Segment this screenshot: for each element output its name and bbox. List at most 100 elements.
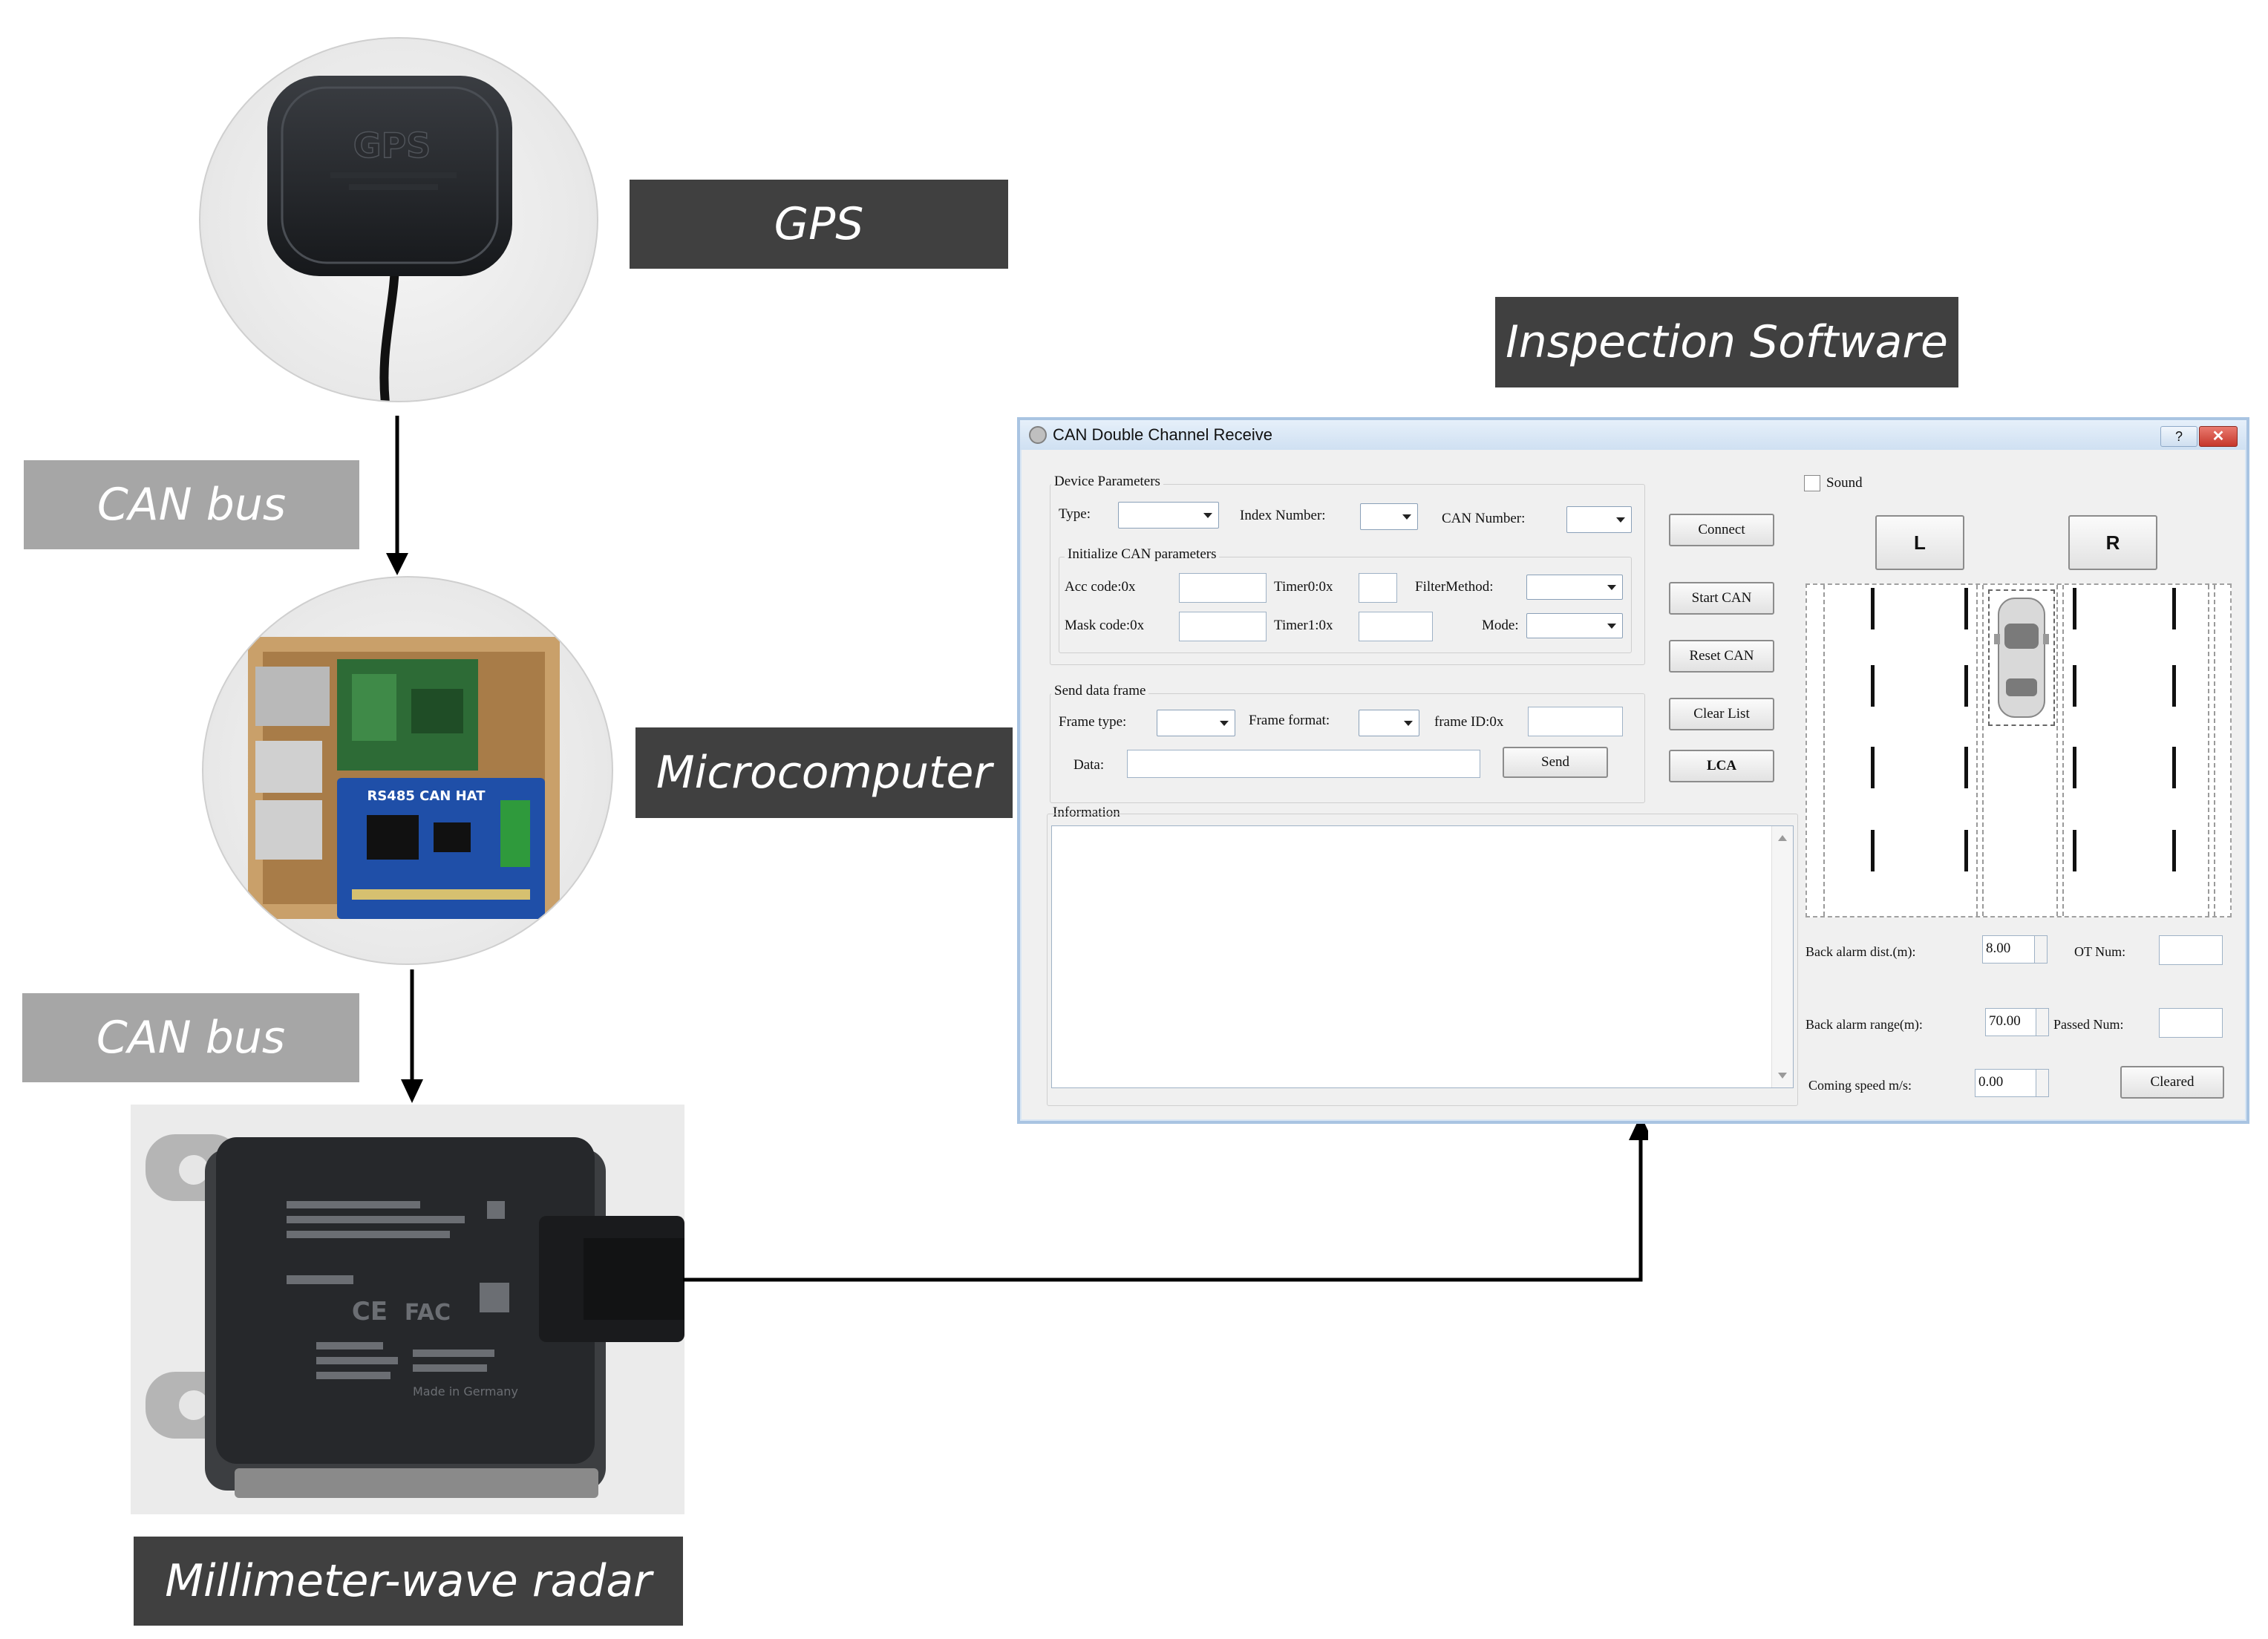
- gps-label: GPS: [630, 180, 1008, 269]
- can-number-select[interactable]: [1566, 506, 1632, 533]
- back-alarm-dist-arrows[interactable]: [2034, 936, 2047, 963]
- send-button[interactable]: Send: [1503, 747, 1608, 778]
- init-can-group: [1059, 557, 1632, 653]
- microcomputer-photo: RS485 CAN HAT: [202, 576, 613, 965]
- back-alarm-dist-label: Back alarm dist.(m):: [1805, 944, 1916, 959]
- radar-photo: CE FAC Made in Germany: [131, 1105, 684, 1514]
- software-label: Inspection Software: [1495, 297, 1958, 387]
- timer1-label: Timer1:0x: [1274, 618, 1333, 633]
- gps-photo: GPS: [199, 37, 598, 402]
- window-titlebar: CAN Double Channel Receive ? ✕: [1020, 420, 2246, 450]
- send-frame-group: [1050, 693, 1645, 803]
- window-title: CAN Double Channel Receive: [1053, 425, 1272, 444]
- microcomputer-board-image: RS485 CAN HAT: [248, 637, 560, 919]
- close-icon: ✕: [2212, 428, 2225, 445]
- frame-type-label: Frame type:: [1059, 714, 1127, 730]
- start-can-button[interactable]: Start CAN: [1669, 582, 1774, 615]
- ot-num-label: OT Num:: [2074, 944, 2126, 959]
- gps-label-text: GPS: [774, 198, 864, 250]
- back-alarm-range-value: 70.00: [1989, 1013, 2021, 1029]
- can-number-label: CAN Number:: [1442, 511, 1526, 526]
- software-label-text: Inspection Software: [1506, 316, 1948, 368]
- information-list[interactable]: [1051, 825, 1794, 1088]
- microcomputer-label-text: Microcomputer: [656, 747, 993, 799]
- gps-casing-text: GPS: [353, 125, 431, 166]
- coming-speed-spinner[interactable]: 0.00: [1975, 1069, 2049, 1097]
- frame-type-select[interactable]: [1157, 710, 1235, 736]
- connect-button[interactable]: Connect: [1669, 514, 1774, 546]
- filter-method-label: FilterMethod:: [1415, 579, 1494, 595]
- frame-format-label: Frame format:: [1249, 713, 1330, 728]
- cleared-button[interactable]: Cleared: [2120, 1066, 2224, 1099]
- left-lane-button[interactable]: L: [1875, 515, 1964, 570]
- help-icon: ?: [2174, 429, 2183, 444]
- sound-checkbox[interactable]: [1804, 475, 1820, 491]
- arrow-microcomputer-to-radar: [401, 969, 423, 1103]
- passed-num-field: [2159, 1008, 2223, 1038]
- frame-format-select[interactable]: [1359, 710, 1419, 736]
- device-parameters-group: [1050, 484, 1645, 665]
- sound-label: Sound: [1826, 475, 1863, 491]
- scroll-up-icon[interactable]: [1778, 835, 1787, 841]
- timer0-label: Timer0:0x: [1274, 579, 1333, 595]
- lca-button-label: LCA: [1706, 758, 1737, 773]
- acc-code-input[interactable]: [1179, 573, 1267, 603]
- arrow-gps-to-microcomputer: [386, 416, 408, 575]
- clear-list-button[interactable]: Clear List: [1669, 698, 1774, 730]
- send-button-label: Send: [1541, 754, 1569, 770]
- ot-num-field: [2159, 935, 2223, 965]
- arrow-radar-to-software: [683, 1115, 1648, 1282]
- back-alarm-range-spinner[interactable]: 70.00: [1985, 1008, 2049, 1036]
- init-can-title: Initialize CAN parameters: [1065, 546, 1220, 563]
- information-scrollbar[interactable]: [1771, 826, 1793, 1087]
- back-alarm-dist-spinner[interactable]: 8.00: [1982, 935, 2048, 964]
- cleared-button-label: Cleared: [2150, 1074, 2195, 1090]
- radar-label: Millimeter-wave radar: [134, 1537, 683, 1626]
- mask-code-input[interactable]: [1179, 612, 1267, 641]
- index-number-select[interactable]: [1360, 503, 1418, 530]
- timer1-input[interactable]: [1359, 612, 1433, 641]
- road-view: [1805, 583, 2232, 917]
- filter-method-select[interactable]: [1526, 575, 1623, 600]
- device-parameters-title: Device Parameters: [1051, 474, 1163, 490]
- coming-speed-label: Coming speed m/s:: [1808, 1078, 1912, 1093]
- can-hat-board-text: RS485 CAN HAT: [367, 788, 486, 804]
- passed-num-label: Passed Num:: [2053, 1017, 2124, 1032]
- data-input[interactable]: [1127, 750, 1480, 778]
- mode-select[interactable]: [1526, 613, 1623, 638]
- index-number-label: Index Number:: [1240, 508, 1326, 523]
- acc-code-label: Acc code:0x: [1065, 579, 1136, 595]
- type-select[interactable]: [1118, 502, 1219, 529]
- mask-code-label: Mask code:0x: [1065, 618, 1145, 633]
- can-bus-label-1-text: CAN bus: [97, 479, 287, 531]
- mode-label: Mode:: [1482, 618, 1519, 633]
- clear-list-button-label: Clear List: [1693, 706, 1750, 722]
- right-lane-button-label: R: [2105, 531, 2120, 554]
- right-lane-button[interactable]: R: [2068, 515, 2157, 570]
- information-group: [1047, 814, 1798, 1106]
- radar-label-text: Millimeter-wave radar: [165, 1555, 652, 1607]
- radar-ce-mark: CE: [352, 1297, 388, 1326]
- reset-can-button[interactable]: Reset CAN: [1669, 640, 1774, 673]
- lca-button[interactable]: LCA: [1669, 750, 1774, 782]
- host-car-icon: [1988, 589, 2055, 726]
- can-bus-label-1: CAN bus: [24, 460, 359, 549]
- gps-antenna-image: GPS: [267, 76, 512, 401]
- close-button[interactable]: ✕: [2199, 426, 2238, 447]
- help-button[interactable]: ?: [2160, 426, 2197, 447]
- coming-speed-arrows[interactable]: [2036, 1070, 2048, 1096]
- information-title: Information: [1053, 805, 1120, 820]
- back-alarm-range-label: Back alarm range(m):: [1805, 1017, 1923, 1032]
- back-alarm-range-arrows[interactable]: [2036, 1009, 2048, 1036]
- reset-can-button-label: Reset CAN: [1689, 648, 1754, 664]
- can-bus-label-2-text: CAN bus: [96, 1012, 286, 1064]
- scroll-down-icon[interactable]: [1778, 1073, 1787, 1079]
- send-frame-title: Send data frame: [1051, 683, 1149, 699]
- radar-device-image: CE FAC Made in Germany: [146, 1134, 684, 1498]
- radar-fac-mark: FAC: [405, 1300, 451, 1326]
- timer0-input[interactable]: [1359, 573, 1397, 603]
- start-can-button-label: Start CAN: [1691, 590, 1752, 606]
- app-icon: [1029, 426, 1047, 444]
- can-receive-window: CAN Double Channel Receive ? ✕ Device Pa…: [1017, 417, 2249, 1124]
- frame-id-input[interactable]: [1528, 707, 1623, 736]
